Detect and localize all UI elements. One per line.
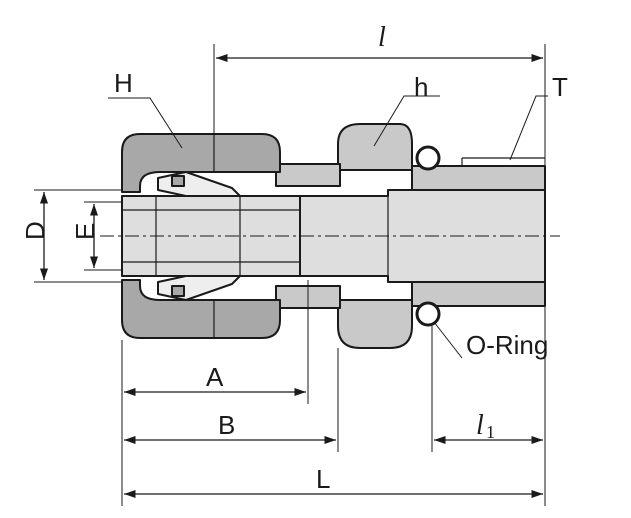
label-l1: l <box>476 410 484 441</box>
label-E: E <box>70 223 100 240</box>
label-l1-subscript: 1 <box>486 422 495 442</box>
label-B: B <box>218 410 235 440</box>
leader-lines <box>108 95 548 359</box>
o-ring <box>415 145 441 327</box>
label-o-ring: O-Ring <box>466 330 548 360</box>
label-H: H <box>114 68 133 98</box>
dimension-lines <box>34 44 546 506</box>
label-l: l <box>378 22 386 53</box>
label-D: D <box>20 221 50 240</box>
fitting-body <box>275 123 546 349</box>
label-L: L <box>316 464 330 494</box>
label-A: A <box>206 362 224 392</box>
label-h: h <box>414 72 428 102</box>
nut <box>121 133 281 339</box>
label-T: T <box>552 72 568 102</box>
